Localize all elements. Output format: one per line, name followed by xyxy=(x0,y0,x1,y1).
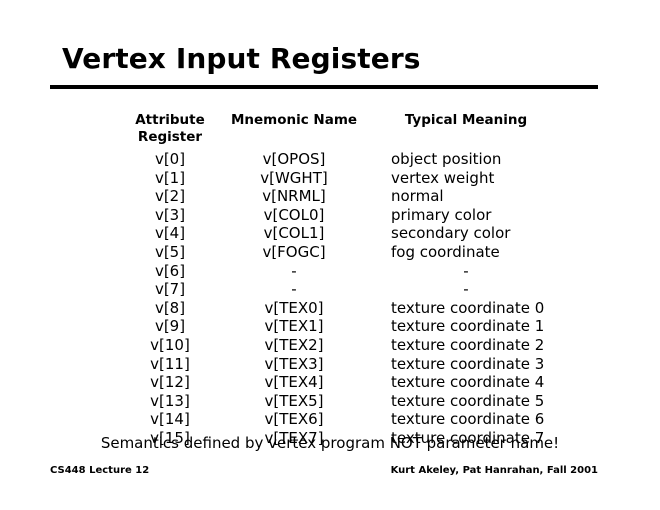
semantics-note: Semantics defined by vertex program NOT … xyxy=(100,434,560,452)
table-row: v[6] - - xyxy=(0,262,660,281)
vertex-input-registers-table: Attribute Register Mnemonic Name Typical… xyxy=(0,112,660,448)
cell-typical-meaning: texture coordinate 4 xyxy=(391,373,545,392)
footer-course-label: CS448 Lecture 12 xyxy=(50,465,150,476)
cell-attribute-register: v[6] xyxy=(154,261,186,280)
table-row: v[7] - - xyxy=(0,280,660,299)
table-row: v[11] v[TEX3] texture coordinate 3 xyxy=(0,355,660,374)
cell-attribute-register: v[14] xyxy=(150,410,190,429)
cell-attribute-register: v[8] xyxy=(154,298,186,317)
cell-typical-meaning: secondary color xyxy=(391,224,511,243)
title-divider xyxy=(50,85,598,89)
table-header-row: Attribute Register Mnemonic Name Typical… xyxy=(0,112,660,150)
cell-attribute-register: v[3] xyxy=(154,205,186,224)
table-row: v[8] v[TEX0] texture coordinate 0 xyxy=(0,299,660,318)
cell-typical-meaning: - xyxy=(463,280,469,299)
cell-attribute-register: v[7] xyxy=(154,280,186,299)
cell-attribute-register: v[11] xyxy=(150,354,190,373)
cell-mnemonic-name: - xyxy=(291,261,297,280)
table-row: v[1] v[WGHT] vertex weight xyxy=(0,169,660,188)
cell-mnemonic-name: v[TEX5] xyxy=(264,391,324,410)
cell-attribute-register: v[5] xyxy=(154,242,186,261)
table-row: v[10] v[TEX2] texture coordinate 2 xyxy=(0,336,660,355)
table-body: v[0] v[OPOS] object position v[1] v[WGHT] ver… xyxy=(0,150,660,448)
column-header-attribute-register: Attribute Register xyxy=(118,112,222,146)
cell-mnemonic-name: v[TEX4] xyxy=(264,373,324,392)
table-row: v[0] v[OPOS] object position xyxy=(0,150,660,169)
cell-mnemonic-name: v[FOGC] xyxy=(262,242,326,261)
cell-mnemonic-name: v[TEX0] xyxy=(264,298,324,317)
cell-typical-meaning: texture coordinate 1 xyxy=(391,317,545,336)
cell-mnemonic-name: v[COL0] xyxy=(263,205,325,224)
page-title: Vertex Input Registers xyxy=(62,42,421,75)
table-row: v[5] v[FOGC] fog coordinate xyxy=(0,243,660,262)
cell-attribute-register: v[4] xyxy=(154,224,186,243)
column-header-typical-meaning: Typical Meaning xyxy=(404,112,528,128)
cell-mnemonic-name: v[TEX1] xyxy=(264,317,324,336)
cell-typical-meaning: object position xyxy=(391,150,502,168)
cell-typical-meaning: texture coordinate 0 xyxy=(391,298,545,317)
cell-attribute-register: v[15] xyxy=(150,428,190,447)
cell-mnemonic-name: v[TEX2] xyxy=(264,335,324,354)
cell-typical-meaning: normal xyxy=(391,187,444,206)
cell-mnemonic-name: v[COL1] xyxy=(263,224,325,243)
cell-attribute-register: v[12] xyxy=(150,373,190,392)
footer-authors-label: Kurt Akeley, Pat Hanrahan, Fall 2001 xyxy=(390,465,598,476)
cell-typical-meaning: texture coordinate 2 xyxy=(391,335,545,354)
table-row: v[3] v[COL0] primary color xyxy=(0,206,660,225)
cell-typical-meaning: texture coordinate 7 xyxy=(391,428,545,447)
table-row: v[13] v[TEX5] texture coordinate 5 xyxy=(0,392,660,411)
cell-typical-meaning: texture coordinate 6 xyxy=(391,410,545,429)
cell-attribute-register: v[2] xyxy=(154,187,186,206)
cell-mnemonic-name: - xyxy=(291,280,297,299)
cell-attribute-register: v[0] xyxy=(154,150,186,168)
cell-mnemonic-name: v[TEX3] xyxy=(264,354,324,373)
cell-attribute-register: v[10] xyxy=(150,335,190,354)
cell-typical-meaning: - xyxy=(463,261,469,280)
column-header-attribute-line1: Attribute xyxy=(135,112,205,128)
cell-mnemonic-name: v[OPOS] xyxy=(262,150,326,168)
cell-attribute-register: v[13] xyxy=(150,391,190,410)
cell-mnemonic-name: v[WGHT] xyxy=(260,168,328,187)
column-header-mnemonic-name: Mnemonic Name xyxy=(230,112,358,128)
cell-typical-meaning: fog coordinate xyxy=(391,242,500,261)
table-row: v[12] v[TEX4] texture coordinate 4 xyxy=(0,373,660,392)
table-row: v[15] v[TEX7] texture coordinate 7 xyxy=(0,429,660,448)
table-row: v[4] v[COL1] secondary color xyxy=(0,224,660,243)
table-row: v[14] v[TEX6] texture coordinate 6 xyxy=(0,410,660,429)
cell-mnemonic-name: v[TEX7] xyxy=(264,428,324,447)
cell-mnemonic-name: v[NRML] xyxy=(262,187,326,206)
cell-attribute-register: v[1] xyxy=(154,168,186,187)
cell-typical-meaning: texture coordinate 5 xyxy=(391,391,545,410)
column-header-attribute-line2: Register xyxy=(137,129,203,145)
cell-mnemonic-name: v[TEX6] xyxy=(264,410,324,429)
cell-typical-meaning: vertex weight xyxy=(391,168,495,187)
table-row: v[9] v[TEX1] texture coordinate 1 xyxy=(0,317,660,336)
cell-typical-meaning: primary color xyxy=(391,205,492,224)
cell-typical-meaning: texture coordinate 3 xyxy=(391,354,545,373)
cell-attribute-register: v[9] xyxy=(154,317,186,336)
table-row: v[2] v[NRML] normal xyxy=(0,187,660,206)
